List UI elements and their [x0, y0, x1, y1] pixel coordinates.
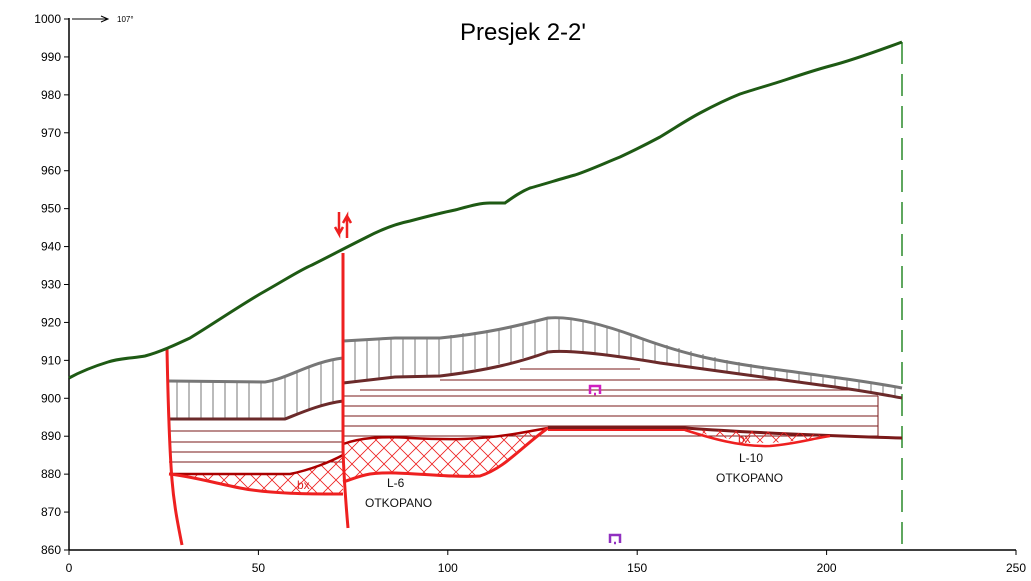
fault-movement-arrows-icon: [333, 211, 353, 239]
l6-status-label: OTKOPANO: [365, 496, 432, 510]
y-tick-label: 880: [41, 467, 61, 481]
coal-seam-right: [343, 368, 879, 437]
section-title: Presjek 2-2': [460, 19, 586, 46]
y-tick-label: 970: [41, 126, 61, 140]
y-axis-ticks: 860 870 880 890 900 910 920 930 940 950 960 970 980 9…: [34, 12, 69, 557]
overburden-layer-left: [168, 356, 344, 421]
y-tick-label: 900: [41, 391, 61, 405]
x-tick-label: 0: [66, 561, 73, 575]
l10-name-label: L-10: [739, 451, 763, 465]
x-tick-label: 250: [1006, 561, 1026, 575]
bx-label-l6: bx: [297, 478, 310, 492]
overburden-layer-right: [342, 316, 903, 400]
x-tick-label: 50: [252, 561, 266, 575]
y-tick-label: 950: [41, 202, 61, 216]
x-tick-label: 200: [817, 561, 837, 575]
y-tick-label: 1000: [34, 12, 61, 26]
l10-status-label: OTKOPANO: [716, 471, 783, 485]
y-tick-label: 960: [41, 164, 61, 178]
y-tick-label: 980: [41, 88, 61, 102]
axes: 860 870 880 890 900 910 920 930 940 950 960 970 980 9…: [34, 12, 1026, 575]
coal-seam-left: [169, 430, 343, 463]
y-tick-label: 920: [41, 315, 61, 329]
borehole-symbol-icon: [608, 533, 622, 545]
orientation-indicator: 107°: [72, 15, 134, 24]
y-tick-label: 890: [41, 429, 61, 443]
y-tick-label: 940: [41, 240, 61, 254]
y-tick-label: 860: [41, 543, 61, 557]
bx-label-l10: bx: [738, 432, 751, 446]
l6-name-label: L-6: [387, 476, 405, 490]
y-tick-label: 990: [41, 50, 61, 64]
fault-lines: [165, 253, 350, 546]
x-tick-label: 150: [627, 561, 647, 575]
x-tick-label: 100: [438, 561, 458, 575]
worked-area-l10: [684, 428, 831, 448]
worked-area-l6-right: [342, 426, 549, 484]
y-tick-label: 930: [41, 278, 61, 292]
orientation-label: 107°: [117, 15, 134, 24]
worked-area-l6-left: [168, 453, 344, 496]
borehole-symbol-icon: [588, 384, 602, 396]
y-tick-label: 870: [41, 505, 61, 519]
y-tick-label: 910: [41, 353, 61, 367]
x-axis-ticks: 0 50 100 150 200 250: [66, 550, 1026, 575]
terrain-surface-line: [68, 40, 903, 380]
